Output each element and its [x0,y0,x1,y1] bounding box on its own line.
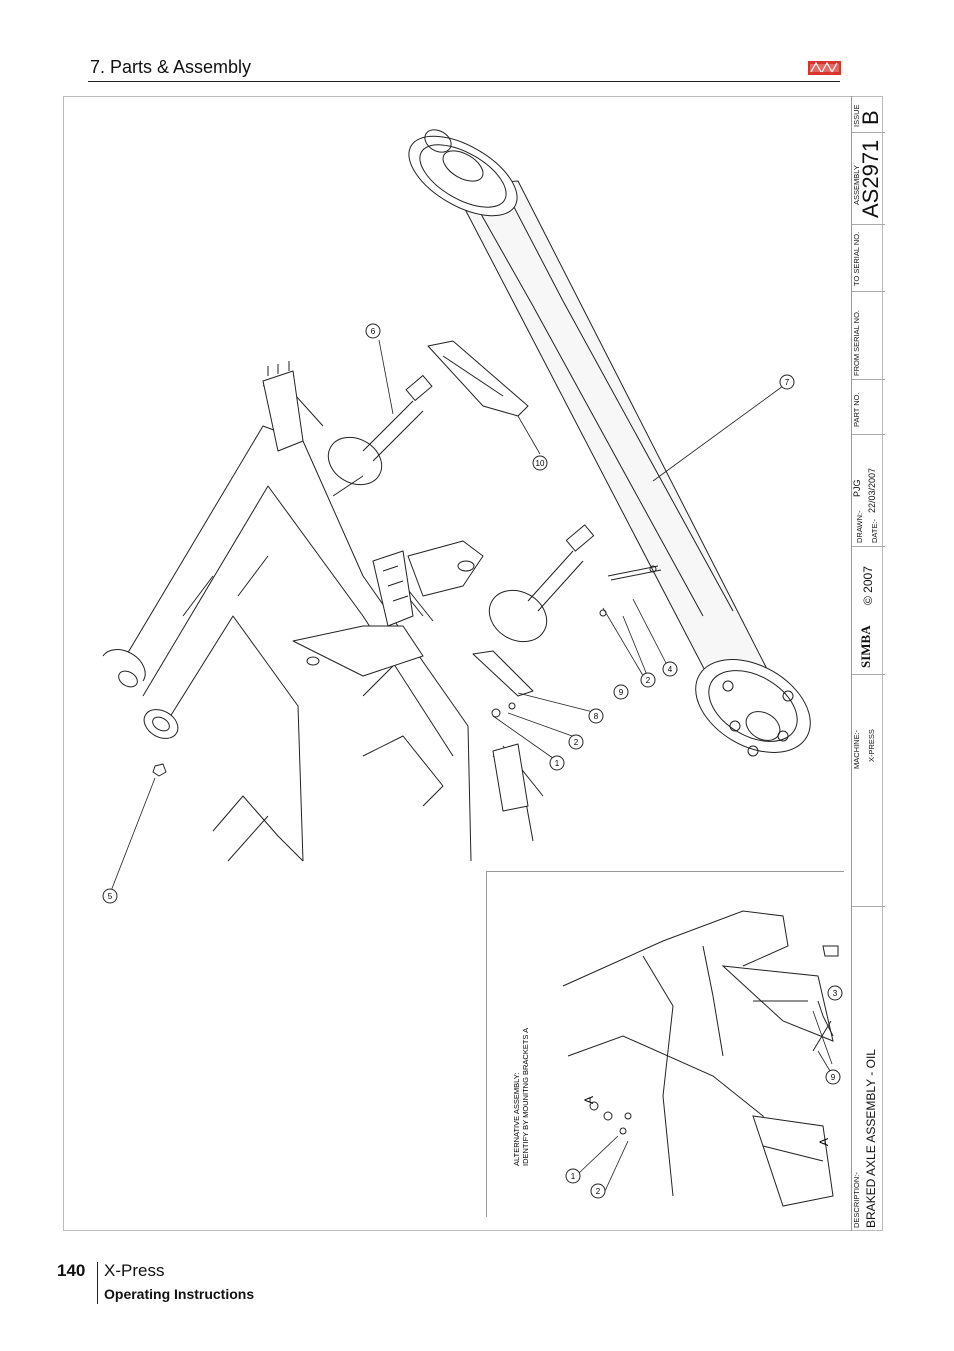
simba-brand: SIMBA [858,625,873,668]
machine-label: MACHINE:- [852,729,861,769]
copyright: © 2007 [861,566,875,605]
part-no-label: PART NO. [852,392,861,427]
date-label: DATE:- [870,518,879,543]
callout-9: 9 [613,684,629,700]
svg-text:5: 5 [108,892,113,901]
callout-7: 7 [779,374,795,390]
frame-mounting-brackets [262,361,529,812]
alt-assembly-note-line1: ALTERNATIVE ASSEMBLY: [512,1073,521,1166]
inset-marker-a1: A [582,1096,596,1104]
svg-text:7: 7 [785,378,790,387]
simba-logo-icon [808,61,841,75]
fasteners [152,565,662,777]
inset-callout-9: 9 [825,1069,841,1085]
callout-8: 8 [588,708,604,724]
brake-chamber-upper [327,375,433,486]
drawn-value: PJG [852,479,862,497]
callouts: 6 10 7 4 2 9 8 2 1 5 [102,323,795,904]
callout-2a: 2 [640,672,656,688]
svg-text:3: 3 [833,989,838,998]
chassis-frame [102,375,544,862]
page-number: 140 [57,1261,86,1280]
from-serial-label: FROM SERIAL NO. [852,310,861,376]
drawing-sheet [63,96,883,1231]
inset-detail-drawing [562,910,839,1207]
footer-divider [97,1262,98,1304]
svg-text:10: 10 [536,459,545,468]
machine-value: X-PRESS [867,729,876,762]
callout-5: 5 [102,888,118,904]
to-serial-label: TO SERIAL NO. [852,231,861,286]
inset-callout-1: 1 [565,1168,581,1184]
axle-hub-top [408,129,518,217]
drawn-label: DRAWN:- [855,510,864,543]
product-name: X-Press [104,1261,165,1280]
axle-hub-bottom [695,659,811,757]
callout-2b: 2 [568,734,584,750]
svg-text:2: 2 [646,676,651,685]
description-value: BRAKED AXLE ASSEMBLY - OIL [864,1049,878,1228]
section-title: 7. Parts & Assembly [90,57,252,77]
alt-assembly-note-line2: IDENTIFY BY MOUNITNG BRACKETS A [521,1028,530,1166]
svg-text:6: 6 [371,327,376,336]
title-block [851,96,885,1231]
description-label: DESCRIPTION:- [852,1172,861,1228]
inset-marker-a2: A [817,1138,831,1146]
callout-6: 6 [365,323,381,339]
svg-text:2: 2 [574,738,579,747]
inset-callout-2: 2 [590,1183,606,1199]
callout-1: 1 [549,755,565,771]
issue-value: B [858,110,883,125]
header-rule [88,81,840,82]
date-value: 22/03/2007 [867,467,877,513]
svg-text:9: 9 [619,688,624,697]
inset-frame [486,871,844,1217]
svg-text:4: 4 [668,665,673,674]
exploded-assembly-drawing: 6 10 7 4 2 9 8 2 1 5 3 9 1 2 [102,129,843,1207]
inset-callout-3: 3 [827,985,843,1001]
svg-text:2: 2 [596,1187,601,1196]
callout-10: 10 [532,455,548,471]
bracket-8 [472,650,534,697]
bracket-10 [427,340,529,417]
svg-text:9: 9 [831,1073,836,1082]
svg-text:1: 1 [571,1172,576,1181]
svg-text:1: 1 [555,759,560,768]
assembly-value: AS2971 [858,139,883,218]
callout-4: 4 [662,661,678,677]
document-subtitle: Operating Instructions [104,1286,255,1302]
brake-chamber-lower [488,524,595,643]
svg-text:8: 8 [594,712,599,721]
